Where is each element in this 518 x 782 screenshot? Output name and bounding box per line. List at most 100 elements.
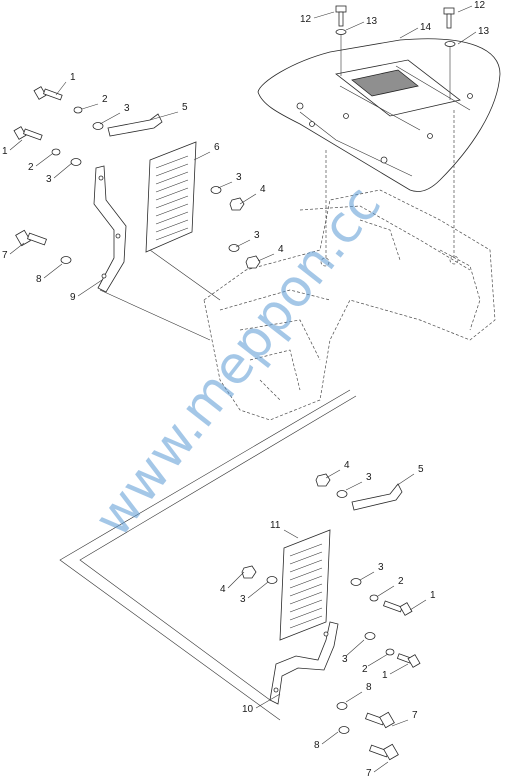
plate-hole — [467, 93, 473, 99]
callout-number: 2 — [102, 94, 108, 105]
callout-number: 3 — [240, 594, 246, 605]
callout-number: 4 — [344, 460, 350, 471]
callout-leader — [377, 585, 395, 597]
callout-number: 3 — [378, 562, 384, 573]
washer-13-right — [444, 41, 456, 47]
plate-grille — [335, 59, 471, 131]
plate-hole — [343, 113, 349, 119]
plate-hole — [380, 156, 388, 164]
callout-number: 3 — [254, 230, 260, 241]
callout-leader — [457, 31, 477, 45]
callout-leader — [235, 239, 251, 248]
callout-leader — [367, 653, 389, 667]
callout-number: 5 — [418, 464, 424, 475]
callout-number: 7 — [2, 250, 8, 261]
washer-8-lower-a — [336, 702, 348, 710]
callout-leader — [217, 181, 233, 189]
callout-number: 2 — [28, 162, 34, 173]
bolt-12-right — [443, 7, 456, 100]
callout-number: 10 — [242, 704, 254, 715]
callout-number: 2 — [398, 576, 404, 587]
callout-leader — [345, 481, 363, 491]
washer-3-lower-left — [266, 576, 278, 584]
lockwasher-2-lower-a — [369, 594, 379, 602]
callout-leader — [227, 571, 245, 589]
nut-4-b — [245, 255, 261, 269]
callout-leader — [81, 103, 99, 110]
floor-plate-14 — [257, 38, 501, 192]
callout-leader — [255, 693, 281, 709]
callout-number: 3 — [46, 174, 52, 185]
bolt-1-top — [33, 86, 63, 101]
callout-number: 4 — [220, 584, 226, 595]
nut-4-lower-top — [315, 473, 331, 487]
lockwasher-2-mid — [51, 148, 61, 156]
plate-hole — [296, 102, 304, 110]
callout-number: 1 — [70, 72, 76, 83]
callout-leader — [373, 761, 389, 773]
bolt-1-lower-a — [383, 600, 413, 616]
plate-hole — [309, 121, 315, 127]
linkage-path — [59, 249, 357, 721]
callout-number: 1 — [430, 590, 436, 601]
washer-3-top — [92, 122, 104, 130]
callout-leader — [55, 81, 67, 96]
callout-number: 14 — [420, 22, 432, 33]
callout-leader — [193, 151, 211, 161]
callout-leader — [149, 111, 179, 121]
callout-number: 7 — [412, 710, 418, 721]
bolt-1-lower-b — [396, 653, 421, 668]
lockwasher-2-lower-b — [385, 648, 395, 656]
lockwasher-2-top — [73, 106, 83, 114]
callout-number: 8 — [314, 740, 320, 751]
callout-leader — [321, 731, 339, 745]
callout-number: 3 — [124, 103, 130, 114]
callout-number: 3 — [236, 172, 242, 183]
callout-leader — [345, 639, 365, 657]
washer-3-right-b — [228, 244, 240, 252]
callout-leader — [313, 11, 335, 19]
bracket-5-top — [107, 113, 163, 137]
washer-8-lower-b — [338, 726, 350, 734]
callout-leader — [43, 263, 63, 279]
callout-leader — [99, 112, 121, 125]
callout-number: 1 — [2, 146, 8, 157]
callout-leader — [239, 193, 257, 205]
bolt-1-mid — [13, 126, 43, 141]
callout-leader — [359, 571, 375, 581]
callout-leader — [345, 691, 363, 703]
callout-leader — [345, 21, 365, 31]
callout-leader — [389, 663, 409, 675]
callout-leader — [395, 473, 415, 487]
callout-leader — [325, 469, 341, 479]
pedal-arm-9 — [93, 165, 127, 293]
callout-number: 12 — [300, 14, 312, 25]
bolt-7-lower-b — [369, 743, 399, 761]
bolt-12-left — [335, 5, 347, 76]
callout-leader — [77, 279, 103, 297]
washer-3-mid — [70, 158, 82, 166]
callout-leader — [391, 719, 409, 727]
callout-leader — [9, 242, 25, 255]
callout-number: 4 — [260, 184, 266, 195]
plate-hole — [427, 133, 433, 139]
washer-3-right-a — [210, 186, 222, 194]
callout-number: 1 — [382, 670, 388, 681]
bolt-7-top — [15, 229, 47, 247]
washer-3-lower-b — [364, 632, 376, 640]
callout-number: 5 — [182, 102, 188, 113]
callout-leader — [457, 5, 473, 13]
washer-3-lower-right — [350, 578, 362, 586]
callout-number: 11 — [270, 520, 281, 531]
callout-number: 7 — [366, 768, 372, 779]
callout-leader — [247, 581, 269, 599]
bracket-5-lower — [351, 483, 403, 511]
washer-3-lower-top — [336, 490, 348, 498]
nut-4-lower-left — [241, 565, 257, 579]
callout-number: 8 — [36, 274, 42, 285]
callout-leader — [9, 139, 23, 151]
nut-4-a — [229, 197, 245, 211]
washer-8-top — [60, 256, 72, 264]
